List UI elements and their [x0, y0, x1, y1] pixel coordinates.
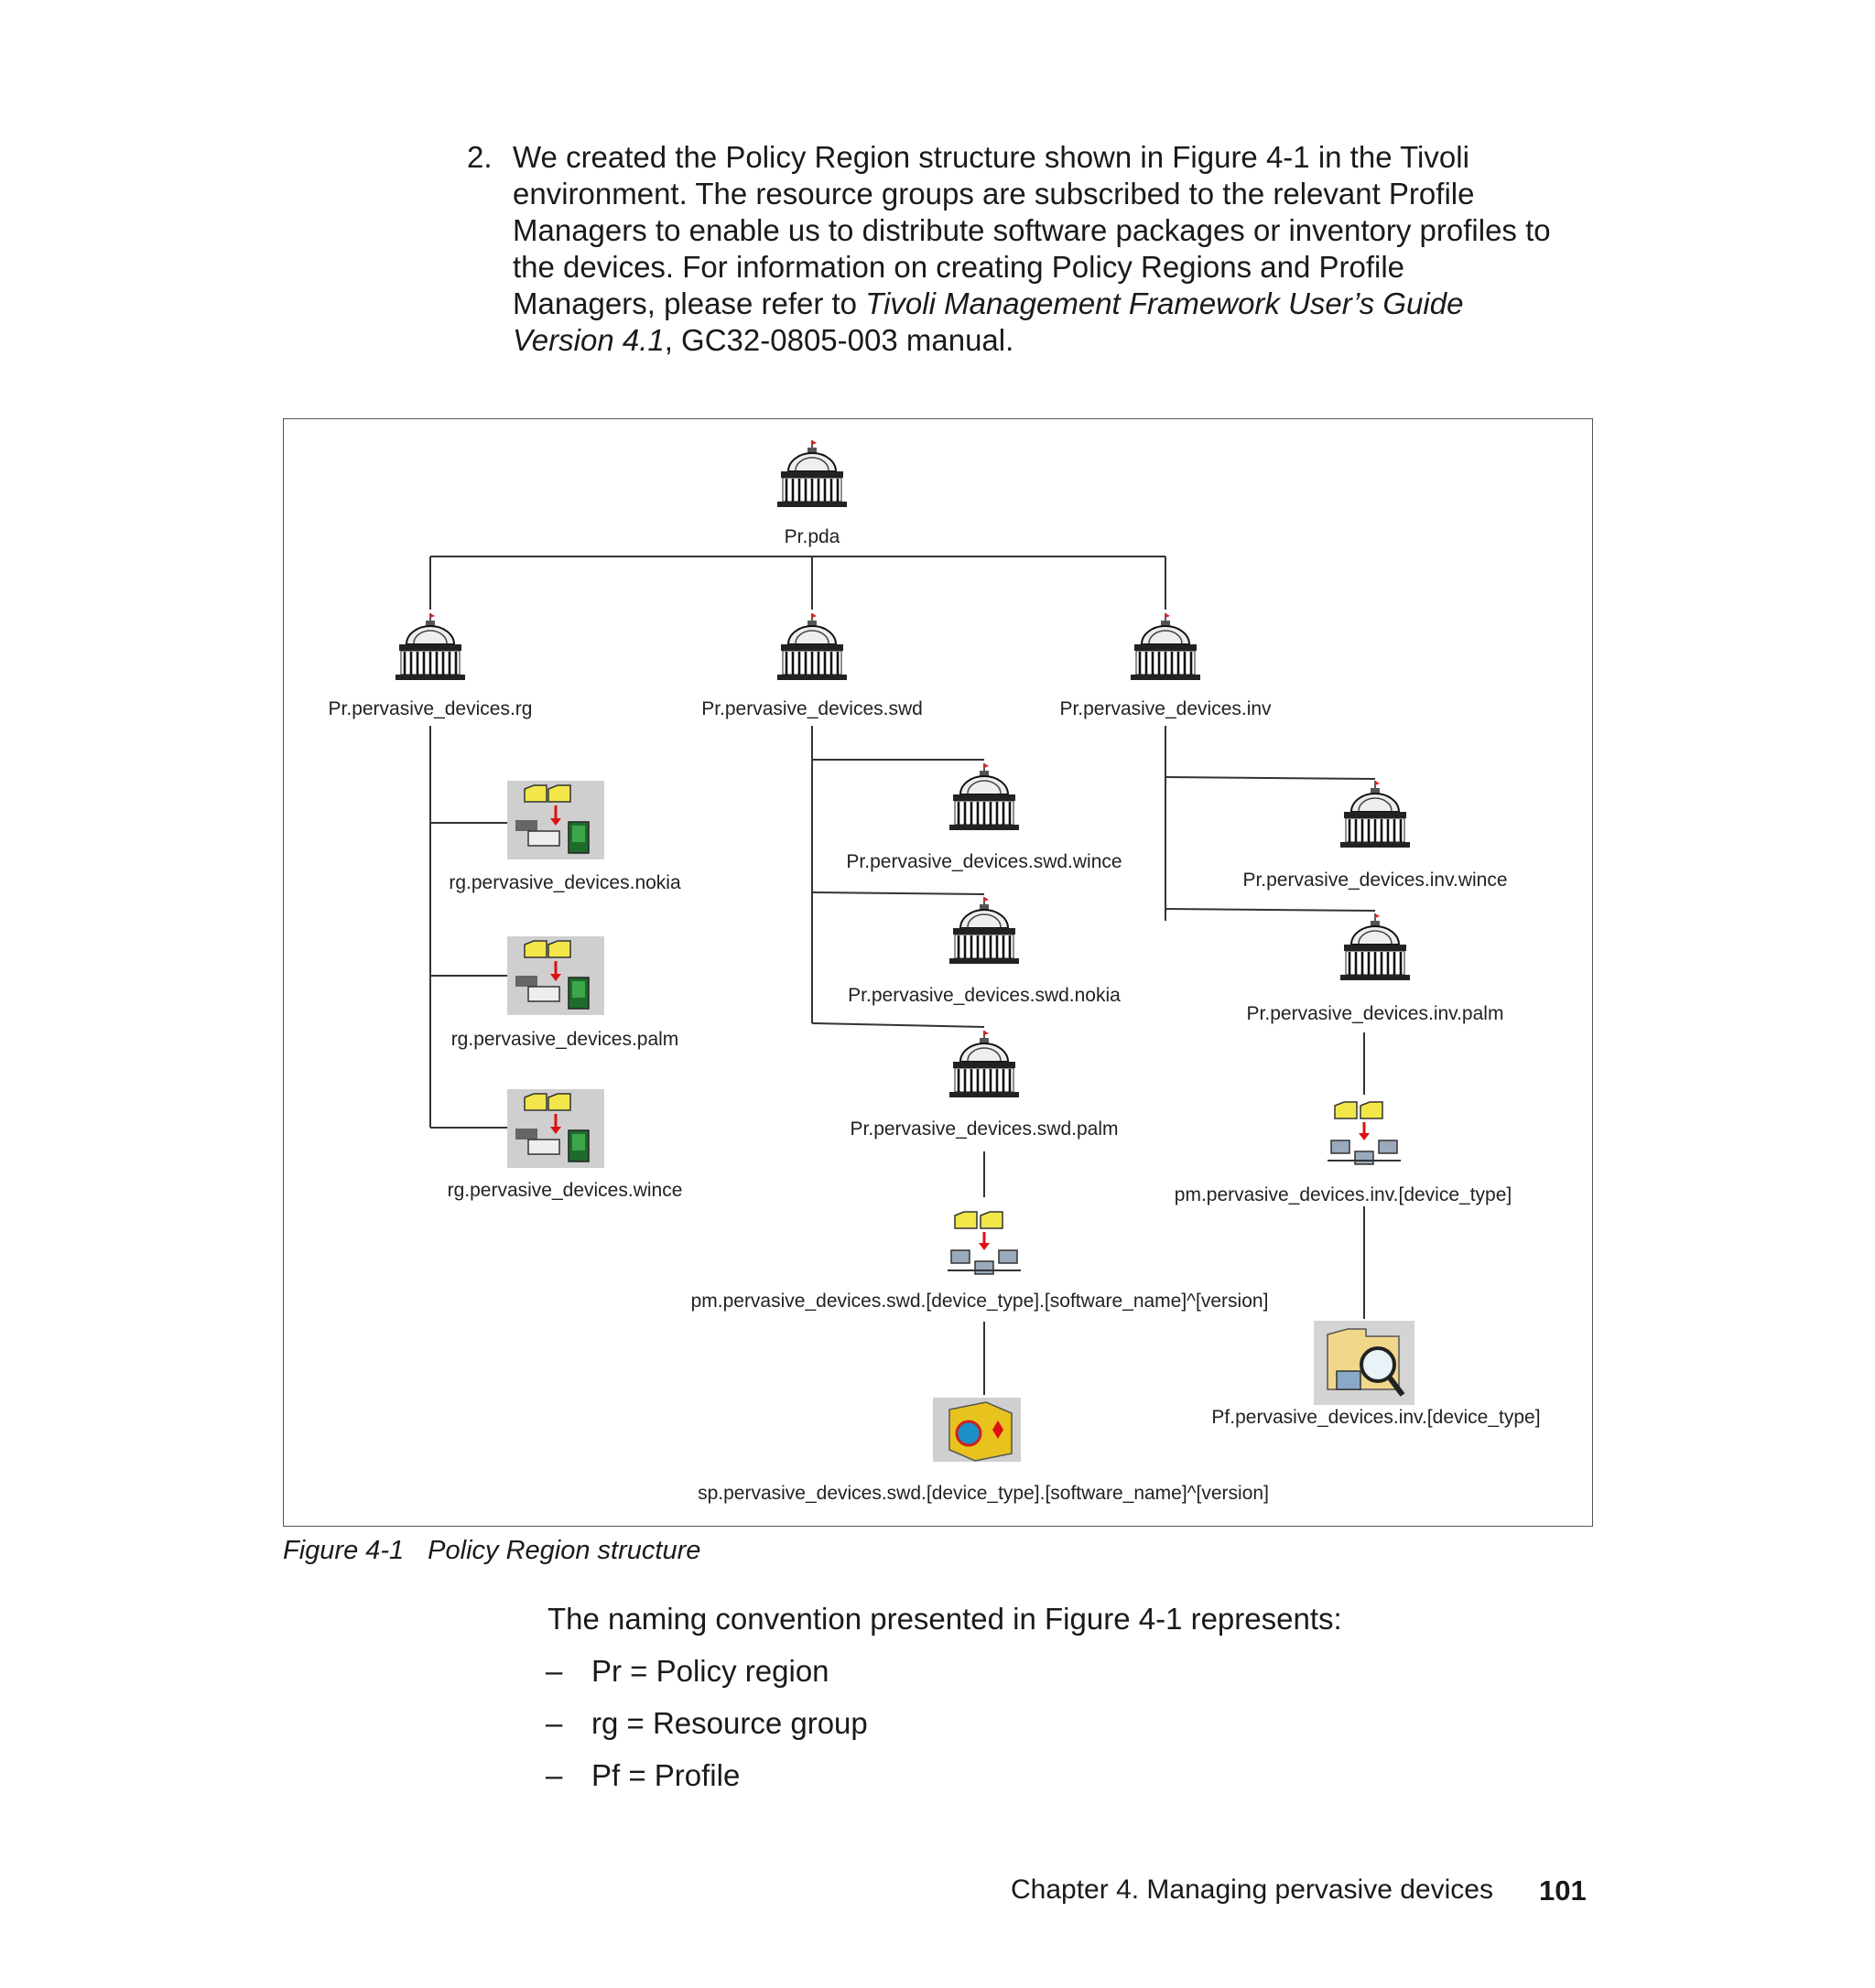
policy-region-building-icon — [1339, 912, 1412, 982]
paragraph-line: Managers, please refer to Tivoli Managem… — [513, 286, 1464, 320]
node-label: Pr.pda — [785, 526, 840, 547]
policy-region-diagram: Pr.pda Pr.pervasive_devices.rg Pr.pervas… — [329, 438, 1541, 1504]
list-dash: – — [546, 1706, 563, 1740]
policy-region-building-icon — [775, 611, 849, 682]
policy-region-node-inv-wince: Pr.pervasive_devices.inv.wince — [1242, 779, 1508, 891]
diagram-connectors — [429, 556, 1376, 1395]
node-label: Pr.pervasive_devices.inv — [1059, 698, 1272, 719]
node-label: pm.pervasive_devices.inv.[device_type] — [1175, 1184, 1512, 1205]
node-label: rg.pervasive_devices.wince — [448, 1180, 683, 1201]
book-version: Version 4.1 — [513, 323, 665, 357]
policy-region-building-icon — [775, 438, 849, 509]
inventory-profile-icon — [1314, 1321, 1414, 1405]
book-title: Tivoli Management Framework User’s Guide — [865, 286, 1464, 320]
definition-text: Pr = Policy region — [591, 1654, 829, 1688]
paragraph-line: the devices. For information on creating… — [513, 250, 1404, 284]
policy-region-node-swd-wince: Pr.pervasive_devices.swd.wince — [846, 762, 1122, 872]
definition-text: Pf = Profile — [591, 1758, 741, 1792]
node-label: sp.pervasive_devices.swd.[device_type].[… — [698, 1483, 1269, 1504]
policy-region-node-rg: Pr.pervasive_devices.rg — [329, 611, 533, 719]
software-package-node: sp.pervasive_devices.swd.[device_type].[… — [698, 1398, 1269, 1504]
inventory-profile-node: Pf.pervasive_devices.inv.[device_type] — [1211, 1321, 1541, 1428]
resource-group-node-palm: rg.pervasive_devices.palm — [451, 935, 679, 1050]
profile-manager-node-inv: pm.pervasive_devices.inv.[device_type] — [1175, 1100, 1512, 1205]
figure-caption: Figure 4-1 Policy Region structure — [283, 1536, 700, 1566]
page-number: 101 — [1539, 1875, 1587, 1907]
naming-intro: The naming convention presented in Figur… — [547, 1602, 1342, 1636]
paragraph-line: We created the Policy Region structure s… — [513, 140, 1469, 174]
policy-region-node-pr-pda: Pr.pda — [775, 438, 849, 547]
profile-manager-icon — [946, 1210, 1023, 1276]
list-dash: – — [546, 1758, 563, 1792]
node-label: Pr.pervasive_devices.swd — [701, 698, 923, 719]
node-label: rg.pervasive_devices.nokia — [449, 872, 681, 893]
policy-region-node-inv-palm: Pr.pervasive_devices.inv.palm — [1247, 912, 1504, 1024]
node-label: Pr.pervasive_devices.swd.nokia — [848, 985, 1121, 1006]
software-package-icon — [933, 1398, 1021, 1462]
node-label: Pr.pervasive_devices.rg — [329, 698, 533, 719]
resource-group-icon — [505, 1087, 606, 1170]
policy-region-node-swd: Pr.pervasive_devices.swd — [701, 611, 923, 719]
caption-label: Figure 4-1 — [283, 1536, 405, 1565]
caption-title: Policy Region structure — [428, 1536, 701, 1565]
policy-region-building-icon — [394, 611, 467, 682]
body-paragraph: 2. We created the Policy Region structur… — [467, 139, 1611, 359]
node-label: Pr.pervasive_devices.swd.wince — [846, 851, 1122, 872]
policy-region-building-icon — [948, 895, 1021, 966]
node-label: pm.pervasive_devices.swd.[device_type].[… — [691, 1291, 1269, 1312]
policy-region-building-icon — [948, 1029, 1021, 1099]
node-label: Pr.pervasive_devices.inv.wince — [1242, 870, 1507, 891]
paragraph-line: environment. The resource groups are sub… — [513, 177, 1475, 211]
paragraph-line: Managers to enable us to distribute soft… — [513, 213, 1551, 247]
profile-manager-icon — [1326, 1100, 1403, 1166]
policy-region-building-icon — [1339, 779, 1412, 849]
list-dash: – — [546, 1654, 563, 1688]
resource-group-node-nokia: rg.pervasive_devices.nokia — [449, 779, 681, 893]
list-number: 2. — [467, 140, 493, 174]
policy-region-figure: Pr.pda Pr.pervasive_devices.rg Pr.pervas… — [283, 418, 1593, 1527]
node-label: Pr.pervasive_devices.swd.palm — [851, 1118, 1119, 1140]
node-label: rg.pervasive_devices.palm — [451, 1029, 679, 1050]
footer-chapter: Chapter 4. Managing pervasive devices — [1011, 1875, 1493, 1905]
policy-region-building-icon — [948, 762, 1021, 832]
node-label: Pr.pervasive_devices.inv.palm — [1247, 1003, 1504, 1024]
paragraph-line: Version 4.1, GC32-0805-003 manual. — [513, 323, 1014, 357]
policy-region-node-swd-nokia: Pr.pervasive_devices.swd.nokia — [848, 895, 1121, 1006]
policy-region-building-icon — [1129, 611, 1202, 682]
resource-group-icon — [505, 935, 606, 1017]
policy-region-node-inv: Pr.pervasive_devices.inv — [1059, 611, 1272, 719]
policy-region-node-swd-palm: Pr.pervasive_devices.swd.palm — [851, 1029, 1119, 1140]
profile-manager-node-swd: pm.pervasive_devices.swd.[device_type].[… — [691, 1210, 1269, 1312]
resource-group-icon — [505, 779, 606, 861]
node-label: Pf.pervasive_devices.inv.[device_type] — [1211, 1407, 1540, 1428]
definition-text: rg = Resource group — [591, 1706, 868, 1740]
resource-group-node-wince: rg.pervasive_devices.wince — [448, 1087, 683, 1201]
